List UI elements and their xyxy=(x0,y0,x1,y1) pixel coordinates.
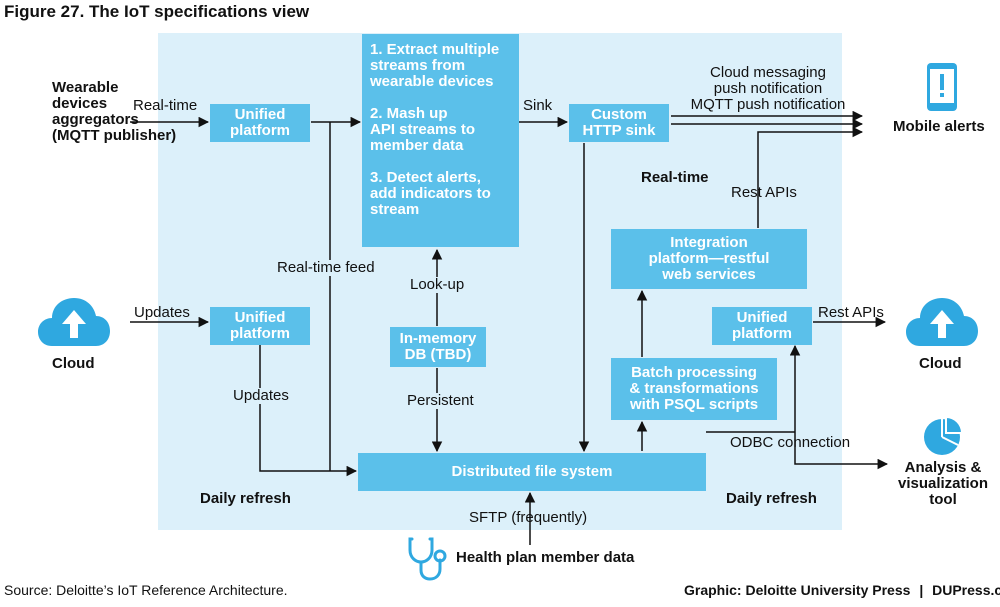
credit-line: Graphic: Deloitte University Press | DUP… xyxy=(684,582,1000,598)
health-plan-label: Health plan member data xyxy=(456,549,635,566)
cloud-upload-icon xyxy=(38,298,110,346)
unified-platform-right: Unified platform xyxy=(712,307,812,345)
in-memory-db: In-memory DB (TBD) xyxy=(390,327,486,367)
realtime-feed-label: Real-time feed xyxy=(275,259,377,276)
stethoscope-icon xyxy=(408,537,447,581)
arrow-updates-to-dfs xyxy=(259,345,358,477)
wearable-devices-label: Wearable devices aggregators (MQTT publi… xyxy=(52,79,177,144)
updates-down-label: Updates xyxy=(231,387,291,404)
pie-chart-icon xyxy=(924,415,964,455)
cloud-messaging-label: Cloud messaging push notification MQTT p… xyxy=(690,64,846,113)
rest-apis-right-label: Rest APIs xyxy=(818,304,884,321)
distributed-file-system: Distributed file system xyxy=(358,453,706,491)
custom-http-sink: Custom HTTP sink xyxy=(569,104,669,142)
mobile-phone-icon xyxy=(927,63,957,111)
sftp-label: SFTP (frequently) xyxy=(469,509,588,526)
credit-site: DUPress.com xyxy=(932,582,1000,598)
persistent-label: Persistent xyxy=(405,392,476,409)
lookup-label: Look-up xyxy=(408,276,467,293)
odbc-connection-label: ODBC connection xyxy=(730,434,851,451)
cloud-upload-icon xyxy=(906,298,978,346)
daily-refresh-left-label: Daily refresh xyxy=(200,490,291,507)
stream-processing-box: 1. Extract multiple streams from wearabl… xyxy=(362,34,519,247)
credit-separator: | xyxy=(919,582,924,598)
credit-graphic: Graphic: Deloitte University Press xyxy=(684,582,911,598)
mobile-alerts-label: Mobile alerts xyxy=(893,118,985,135)
batch-processing-box: Batch processing & transformations with … xyxy=(611,358,777,420)
arrow-integration-to-mobile xyxy=(757,126,864,228)
unified-platform-top: Unified platform xyxy=(210,104,310,142)
realtime-bold-label: Real-time xyxy=(641,169,709,186)
cloud-right-label: Cloud xyxy=(919,355,962,372)
updates-input-label: Updates xyxy=(134,304,190,321)
daily-refresh-right-label: Daily refresh xyxy=(726,490,817,507)
arrow-to-analysis xyxy=(794,432,889,470)
unified-platform-mid: Unified platform xyxy=(210,307,310,345)
analysis-tool-label: Analysis & visualization tool xyxy=(897,459,989,508)
rest-apis-top-label: Rest APIs xyxy=(731,184,797,201)
realtime-input-label: Real-time xyxy=(133,97,198,114)
integration-platform: Integration platform—restful web service… xyxy=(611,229,807,289)
cloud-left-label: Cloud xyxy=(52,355,95,372)
sink-label: Sink xyxy=(523,97,553,114)
source-note: Source: Deloitte’s IoT Reference Archite… xyxy=(4,582,288,598)
figure-title: Figure 27. The IoT specifications view xyxy=(4,2,310,21)
